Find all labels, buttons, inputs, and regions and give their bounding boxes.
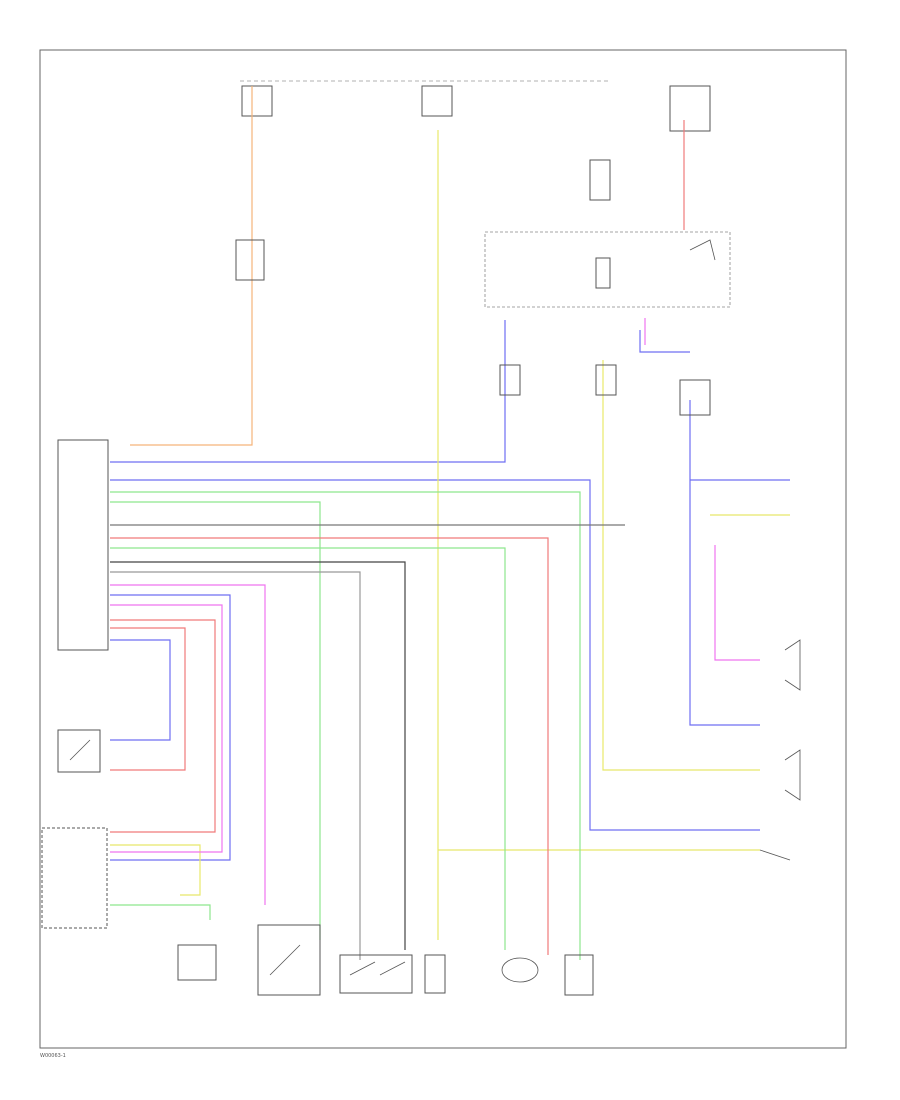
wire-orange: [130, 86, 253, 446]
wire-pink-1: [110, 584, 266, 905]
inline-connector-5: [589, 159, 611, 201]
fuse-block-center: [421, 85, 453, 117]
wire-gray-2: [110, 561, 406, 950]
wire-blue-4: [639, 330, 690, 353]
footer-code: W00063-1: [40, 1053, 66, 1059]
relay-box: [484, 231, 731, 308]
wire-green-1: [110, 491, 581, 960]
wire-blue-6: [110, 594, 231, 861]
component-ac-clutch: [501, 957, 539, 983]
connector-block: [57, 439, 109, 651]
wire-blue-3: [689, 400, 760, 726]
component-pressure-switch: [257, 924, 321, 996]
inline-connector-2: [499, 364, 521, 396]
inline-connector-4: [679, 379, 711, 416]
sensor-right-2: [784, 749, 801, 801]
component-ecm-box: [41, 827, 108, 929]
wire-gray-3: [110, 571, 361, 960]
wire-red-2: [110, 537, 549, 955]
wire-blue-2: [110, 479, 760, 831]
wire-green-3: [110, 547, 506, 950]
wire-pink-2: [110, 604, 223, 853]
wire-red-4: [110, 619, 216, 833]
wire-blue-7: [110, 639, 171, 741]
fuse-block-right: [669, 85, 711, 132]
inline-connector-3: [595, 364, 617, 396]
wire-pink-4: [714, 545, 760, 661]
sensor-right-1: [784, 639, 801, 691]
wire-green-4: [110, 904, 211, 920]
component-blower-switch: [177, 944, 217, 981]
diagram-border: [39, 49, 847, 1049]
component-connector-small: [424, 954, 446, 994]
wire-yellow-2: [602, 360, 760, 771]
component-compressor-switch: [339, 954, 413, 994]
wire-green-2: [110, 501, 321, 940]
fuse-block-left: [241, 85, 273, 117]
component-magnetic-clutch: [564, 954, 594, 996]
relay-switch: [595, 239, 716, 289]
wire-yellow-5: [110, 844, 201, 896]
component-thermistor: [57, 729, 101, 773]
inline-connector-1: [235, 239, 265, 281]
switch-right: [759, 849, 791, 861]
wire-red-3: [110, 627, 186, 771]
wire-blue-1: [110, 320, 506, 463]
